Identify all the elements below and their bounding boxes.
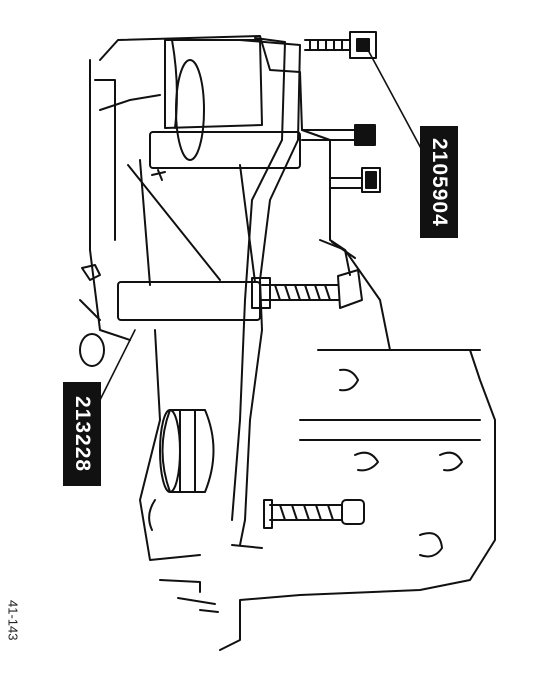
bolt-middle <box>301 124 381 193</box>
main-lever <box>231 37 301 549</box>
housing-details <box>299 239 481 558</box>
small-parts <box>79 169 219 613</box>
upper-block <box>164 39 263 161</box>
tool-number-label-2105904: 2105904 <box>420 126 458 238</box>
bolt-bottom <box>263 499 365 529</box>
bolt-threaded <box>251 269 363 309</box>
leader-lines <box>99 49 431 401</box>
roller-cylinder <box>159 409 215 493</box>
bolt-top <box>304 31 377 59</box>
figure-number: 41-143 <box>5 599 21 641</box>
tool-number-label-213228: 213228 <box>63 382 101 486</box>
cross-bars <box>117 131 301 321</box>
